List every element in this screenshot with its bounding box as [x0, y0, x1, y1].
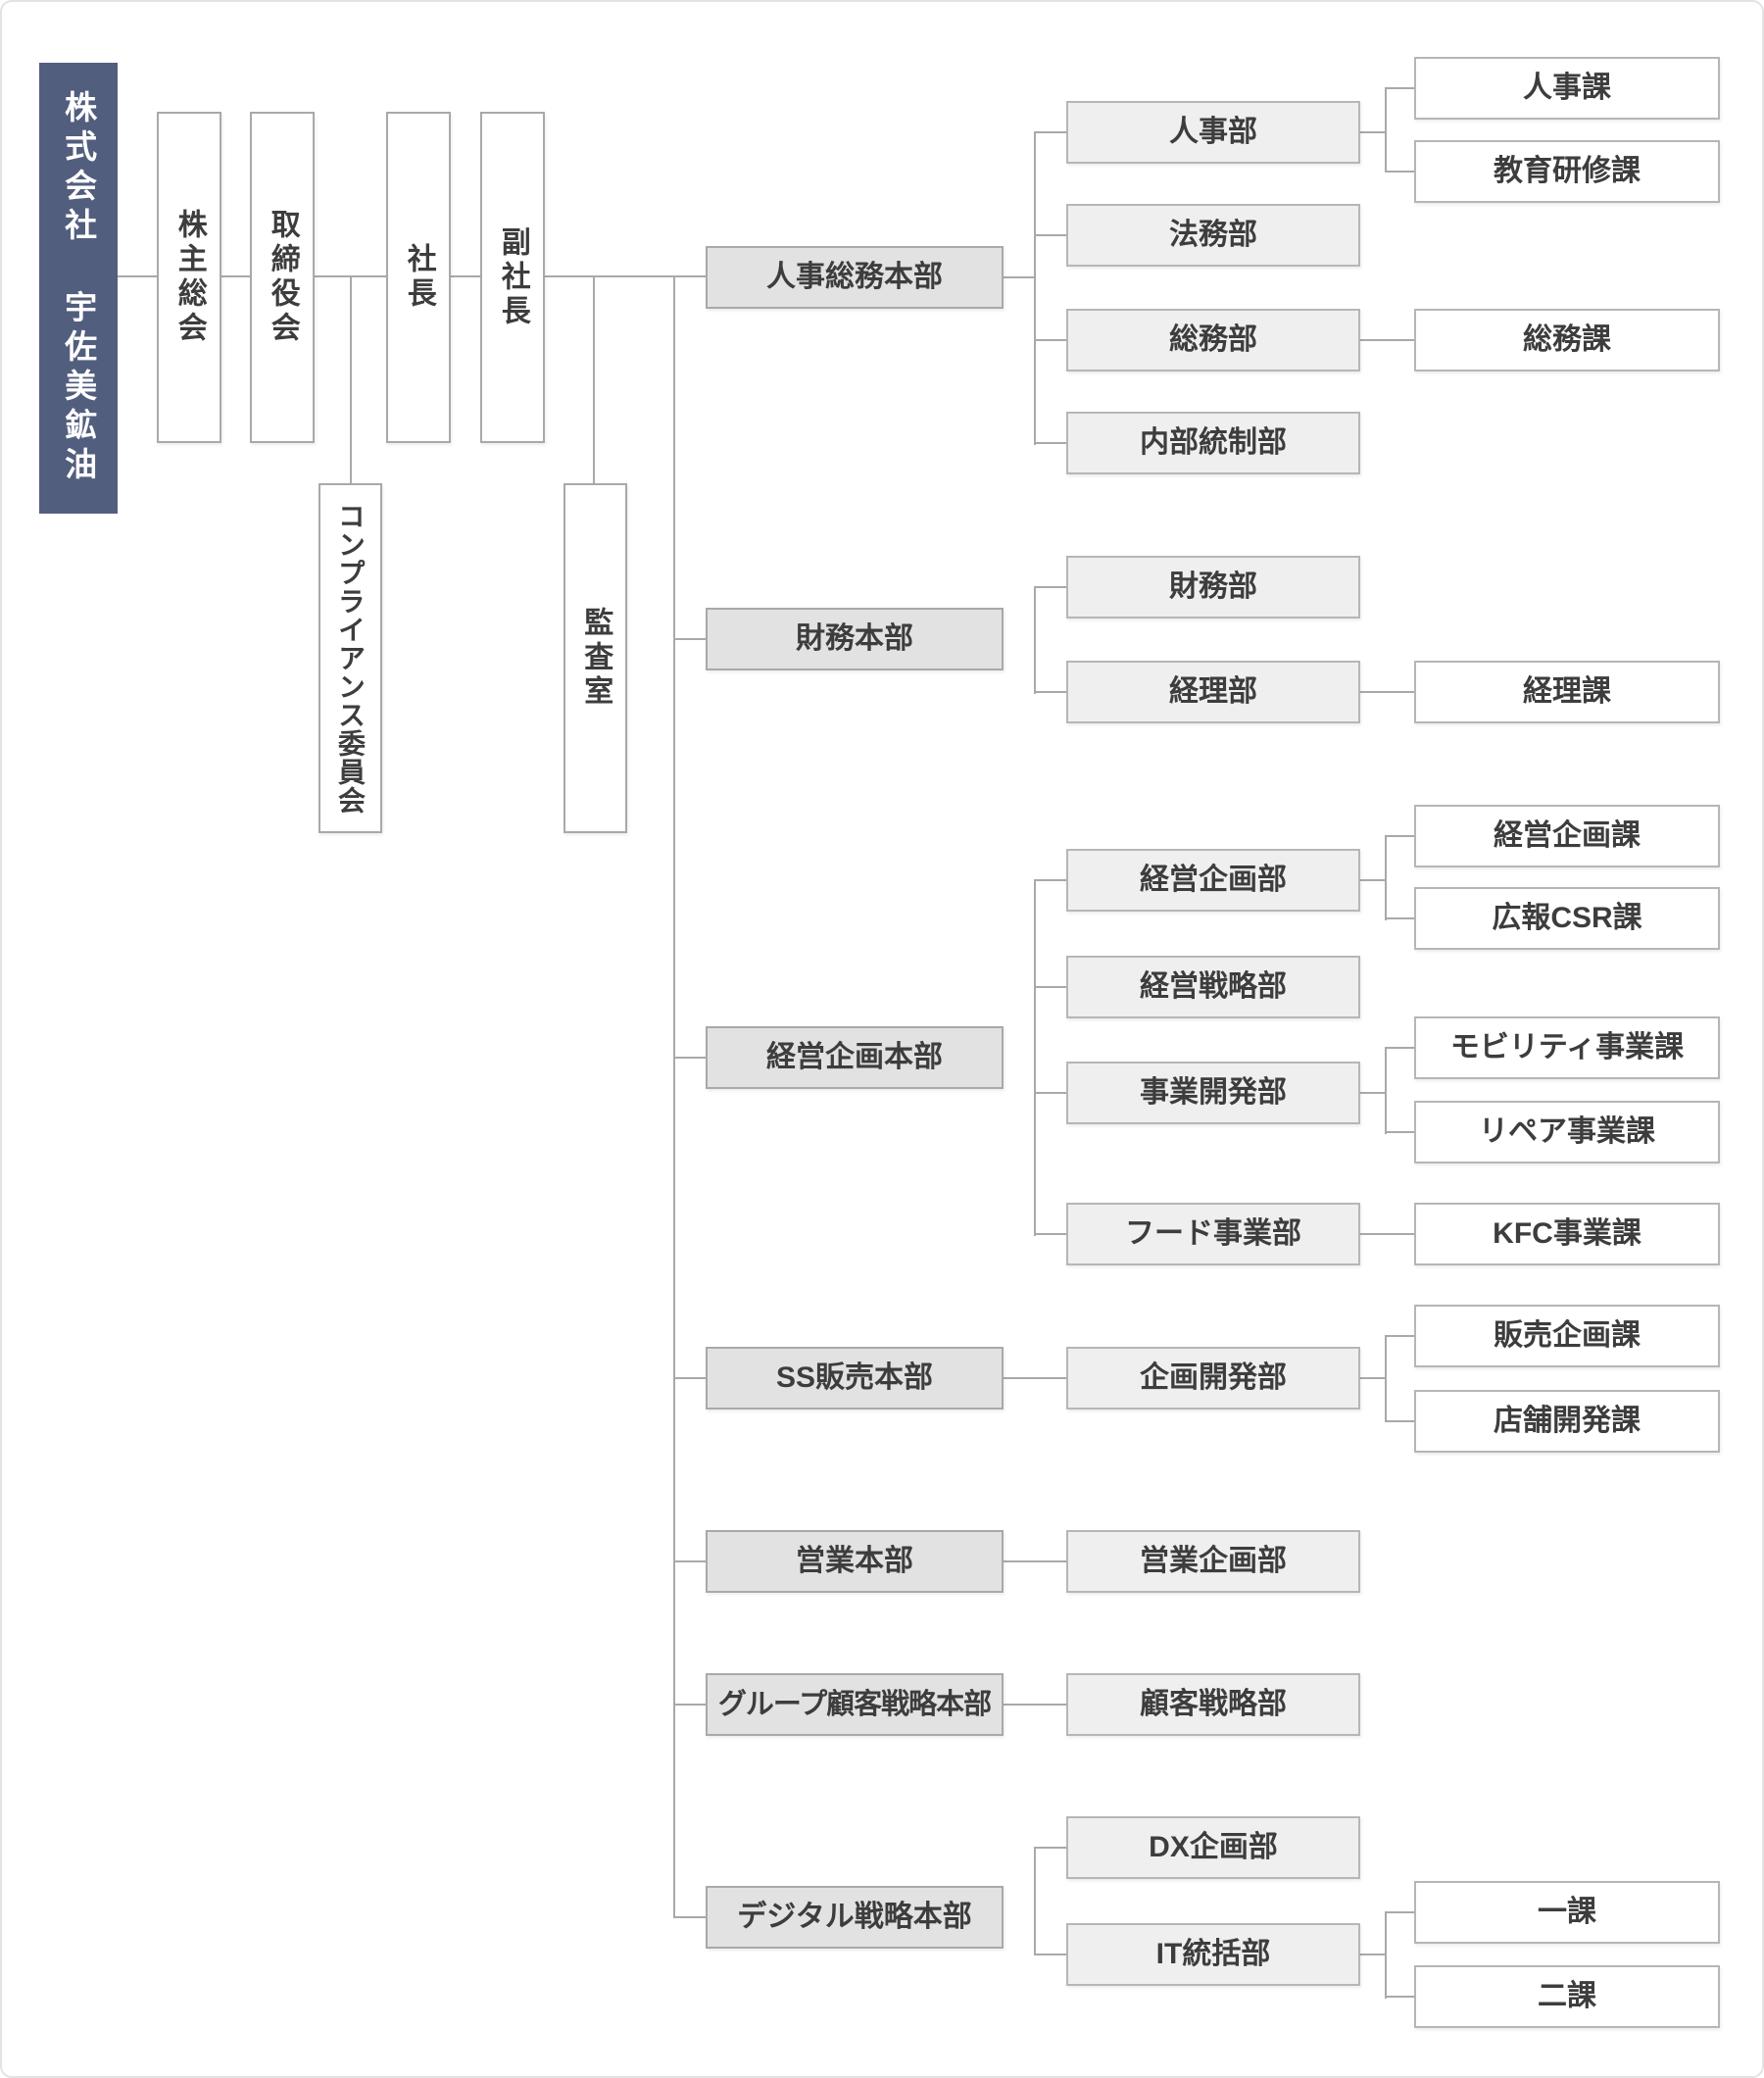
- connector-stub: [1034, 879, 1066, 881]
- dept-plan-dev-box: 企画開発部: [1066, 1347, 1360, 1410]
- hq-digital-box: デジタル戦略本部: [706, 1886, 1004, 1949]
- sec-accounting-box: 経理課: [1414, 661, 1720, 723]
- president-box: 社長: [386, 112, 451, 443]
- connector-stub: [1034, 339, 1066, 341]
- connector-stub: [673, 1057, 706, 1059]
- connector-stub: [1385, 1996, 1414, 1998]
- connector-stub: [1360, 131, 1386, 133]
- dept-legal-box: 法務部: [1066, 204, 1360, 267]
- connector-stub: [1034, 586, 1066, 588]
- sec-store-dev-box: 店舗開発課: [1414, 1390, 1720, 1453]
- connector-stub: [1034, 1233, 1066, 1235]
- connector-sec-spine: [1385, 1335, 1387, 1422]
- connector-stub: [1385, 1420, 1414, 1422]
- hq-ss-sales-box: SS販売本部: [706, 1347, 1004, 1410]
- connector-stub: [1385, 1911, 1414, 1913]
- dept-it-control-box: IT統括部: [1066, 1923, 1360, 1986]
- connector-stub: [1360, 1092, 1386, 1094]
- connector-dept-spine: [1034, 131, 1036, 445]
- connector-dept-spine: [1034, 879, 1036, 1236]
- connector-dept-spine: [1034, 1847, 1036, 1955]
- connector-stub: [1385, 1335, 1414, 1337]
- hq-hr-general-box: 人事総務本部: [706, 246, 1004, 309]
- connector-stub: [1034, 131, 1066, 133]
- connector-stub: [1034, 1092, 1066, 1094]
- audit-office-box: 監査室: [564, 483, 627, 833]
- sec-sales-planning-box: 販売企画課: [1414, 1305, 1720, 1367]
- connector-stub: [1034, 691, 1066, 693]
- connector-sec-spine: [1385, 87, 1387, 173]
- dept-food-box: フード事業部: [1066, 1203, 1360, 1265]
- shareholders-meeting-box: 株主総会: [157, 112, 221, 443]
- sec-corp-planning-box: 経営企画課: [1414, 805, 1720, 867]
- connector-stub: [1360, 879, 1386, 881]
- sec-hr-box: 人事課: [1414, 57, 1720, 120]
- connector-stub: [1385, 835, 1414, 837]
- hq-group-customer-box: グループ顧客戦略本部: [706, 1673, 1004, 1736]
- connector-stub: [1385, 171, 1414, 173]
- connector-stub: [1385, 1047, 1414, 1049]
- hq-finance-box: 財務本部: [706, 608, 1004, 670]
- connector-stub: [673, 1377, 706, 1379]
- connector-stub: [673, 638, 706, 640]
- connector-stub: [1360, 1954, 1386, 1955]
- connector-stub: [1034, 1954, 1066, 1955]
- connector-audit-drop: [593, 275, 595, 483]
- connector-stub: [1385, 1131, 1414, 1133]
- sec-pr-csr-box: 広報CSR課: [1414, 887, 1720, 950]
- dept-corp-strategy-box: 経営戦略部: [1066, 956, 1360, 1018]
- connector-compliance-drop: [350, 275, 352, 483]
- connector-stub: [1004, 1560, 1066, 1562]
- dept-sales-planning-box: 営業企画部: [1066, 1530, 1360, 1593]
- dept-dx-planning-box: DX企画部: [1066, 1816, 1360, 1879]
- dept-corp-planning-box: 経営企画部: [1066, 849, 1360, 912]
- connector-stub: [1360, 339, 1414, 341]
- sec-first-box: 一課: [1414, 1881, 1720, 1944]
- dept-general-box: 総務部: [1066, 309, 1360, 371]
- dept-customer-strategy-box: 顧客戦略部: [1066, 1673, 1360, 1736]
- connector-stub: [1360, 1233, 1414, 1235]
- dept-treasury-box: 財務部: [1066, 556, 1360, 618]
- dept-biz-dev-box: 事業開発部: [1066, 1062, 1360, 1124]
- connector-stub: [1385, 917, 1414, 919]
- sec-second-box: 二課: [1414, 1965, 1720, 2028]
- company-box: 株式会社 宇佐美鉱油: [39, 63, 118, 514]
- board-of-directors-box: 取締役会: [250, 112, 315, 443]
- connector-stub: [673, 1560, 706, 1562]
- dept-internal-control-box: 内部統制部: [1066, 412, 1360, 474]
- connector-stub: [1004, 1704, 1066, 1706]
- connector-stub: [673, 1704, 706, 1706]
- connector-stub: [1360, 1377, 1386, 1379]
- connector-sec-spine: [1385, 1047, 1387, 1134]
- connector-stub: [1034, 1847, 1066, 1849]
- connector-stub: [1004, 1377, 1066, 1379]
- sec-repair-box: リペア事業課: [1414, 1101, 1720, 1163]
- connector-trunk: [673, 275, 675, 1918]
- sec-mobility-box: モビリティ事業課: [1414, 1016, 1720, 1079]
- connector-sec-spine: [1385, 1911, 1387, 1999]
- connector-stub: [1034, 442, 1066, 444]
- vice-president-box: 副社長: [480, 112, 545, 443]
- connector-stub: [1004, 276, 1035, 278]
- sec-kfc-box: KFC事業課: [1414, 1203, 1720, 1265]
- connector-stub: [1360, 691, 1414, 693]
- connector-stub: [1034, 986, 1066, 988]
- connector-stub: [673, 1916, 706, 1918]
- connector-stub: [1034, 234, 1066, 236]
- sec-general-box: 総務課: [1414, 309, 1720, 371]
- dept-hr-box: 人事部: [1066, 101, 1360, 164]
- connector-stub: [1385, 87, 1414, 89]
- connector-dept-spine: [1034, 586, 1036, 694]
- hq-sales-box: 営業本部: [706, 1530, 1004, 1593]
- hq-corporate-planning-box: 経営企画本部: [706, 1026, 1004, 1089]
- connector-sec-spine: [1385, 835, 1387, 920]
- dept-accounting-box: 経理部: [1066, 661, 1360, 723]
- compliance-committee-box: コンプライアンス委員会: [318, 483, 382, 833]
- sec-training-box: 教育研修課: [1414, 140, 1720, 203]
